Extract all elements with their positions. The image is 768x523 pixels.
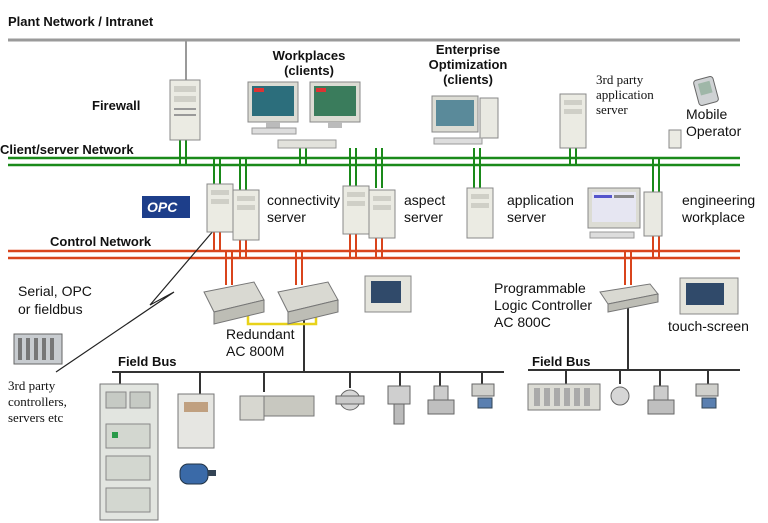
serial-link bbox=[55, 229, 215, 373]
field-flowmeter-2 bbox=[695, 383, 719, 409]
control-network-drops bbox=[213, 230, 660, 285]
opc-logo-graphic bbox=[142, 196, 190, 218]
connectivity-server-label: connectivity server bbox=[267, 192, 341, 225]
application-server-graphic bbox=[466, 187, 494, 239]
enterprise-label: Enterprise Optimization (clients) bbox=[428, 42, 508, 87]
plc-ac800c-graphic bbox=[599, 283, 659, 313]
third-party-controllers-label: 3rd party controllers, servers etc bbox=[8, 378, 67, 425]
third-party-app-label: 3rd party application server bbox=[596, 72, 654, 117]
mobile-pda bbox=[693, 76, 719, 106]
workplace-client-2 bbox=[309, 81, 361, 128]
field-valve-2 bbox=[427, 385, 455, 415]
aspect-server-2 bbox=[368, 189, 396, 239]
engineering-workplace-label: engineering workplace bbox=[682, 192, 756, 225]
mcc-cabinet bbox=[99, 383, 159, 521]
aspect-server-1 bbox=[342, 185, 370, 235]
motor bbox=[179, 463, 216, 485]
workplaces-label: Workplaces (clients) bbox=[272, 48, 346, 78]
opc-logo-text: OPC bbox=[147, 199, 178, 215]
redundant-label: Redundant AC 800M bbox=[226, 326, 295, 359]
io-modules-left bbox=[239, 395, 315, 421]
field-valve-1 bbox=[335, 389, 365, 411]
field-bus-right-label: Field Bus bbox=[532, 354, 591, 369]
touch-panel-center bbox=[364, 275, 412, 313]
connectivity-server-1 bbox=[206, 183, 234, 233]
controller-ac800m-2 bbox=[277, 281, 339, 325]
engineering-workplace-graphic bbox=[587, 187, 663, 239]
workplace-client-1 bbox=[247, 81, 299, 135]
controller-ac800m-1 bbox=[203, 281, 265, 325]
drive-unit bbox=[177, 393, 215, 449]
workplace-keyboard bbox=[277, 139, 337, 149]
firewall-server bbox=[169, 79, 201, 141]
client-server-network-label: Client/server Network bbox=[0, 142, 134, 157]
third-party-controller-rack bbox=[13, 333, 63, 365]
plc-label: Programmable Logic Controller AC 800C bbox=[494, 280, 593, 330]
touch-screen-graphic bbox=[679, 277, 739, 315]
application-server-label: application server bbox=[507, 192, 574, 225]
plant-network-label: Plant Network / Intranet bbox=[8, 14, 154, 29]
touch-screen-label: touch-screen bbox=[668, 318, 749, 334]
control-network-lines bbox=[8, 249, 740, 260]
field-transmitter-1 bbox=[387, 385, 411, 425]
aspect-server-label: aspect server bbox=[404, 192, 446, 225]
client-server-drops bbox=[179, 140, 660, 192]
field-bus-left-label: Field Bus bbox=[118, 354, 177, 369]
client-server-network-lines bbox=[8, 156, 740, 167]
field-flowmeter-1 bbox=[471, 383, 495, 409]
field-valve-4 bbox=[647, 385, 675, 415]
field-valve-3 bbox=[610, 386, 630, 406]
connectivity-server-2 bbox=[232, 189, 260, 241]
control-network-label: Control Network bbox=[50, 234, 152, 249]
serial-opc-label: Serial, OPC or fieldbus bbox=[18, 283, 92, 317]
mobile-operator-label: Mobile Operator bbox=[686, 106, 742, 139]
third-party-app-server bbox=[559, 93, 587, 149]
firewall-label: Firewall bbox=[92, 98, 141, 113]
mobile-access-point bbox=[668, 129, 682, 149]
io-rack-right bbox=[527, 383, 601, 411]
enterprise-client bbox=[431, 95, 499, 145]
